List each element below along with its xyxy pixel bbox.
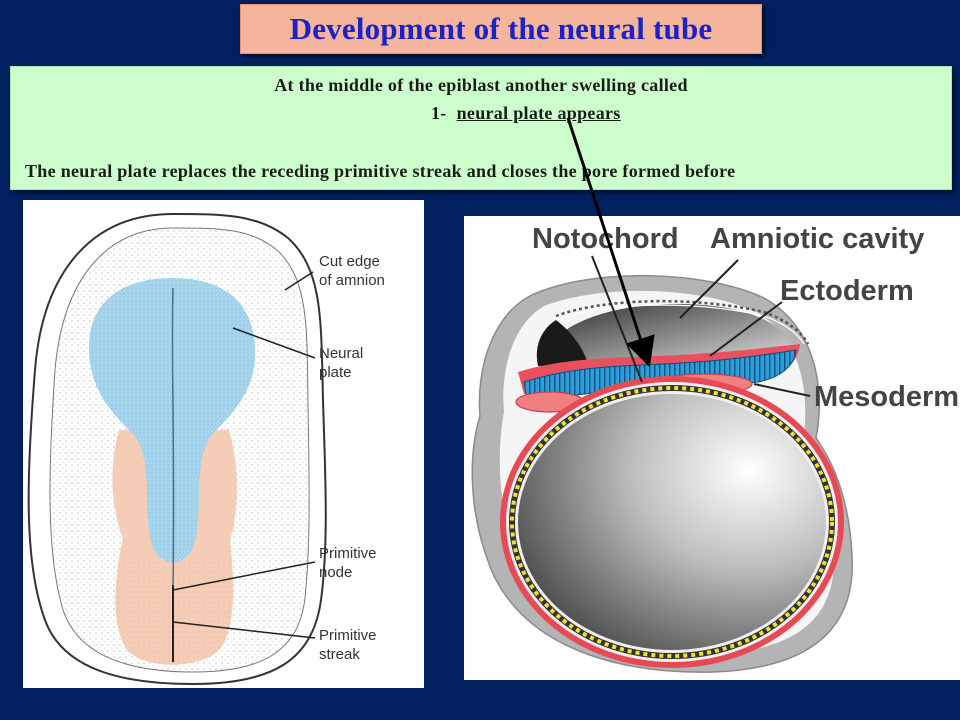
amnion-label-2: of amnion	[319, 272, 385, 289]
amnion-leader	[284, 271, 314, 291]
streak-leader	[172, 621, 316, 639]
yolk-sac-cavity	[518, 394, 826, 650]
amniotic-leader	[679, 259, 739, 319]
mesoderm-leader	[753, 383, 811, 397]
page-title: Development of the neural tube	[289, 11, 713, 46]
amniotic-cavity-label: Amniotic cavity	[710, 223, 924, 255]
ectoderm-label: Ectoderm	[780, 275, 914, 307]
primitive-streak-label-1: Primitive	[319, 627, 377, 644]
list-number: 1-	[431, 103, 447, 123]
cross-section-diagram: Notochord Amniotic cavity Ectoderm Mesod…	[464, 216, 960, 680]
description-box: At the middle of the epiblast another sw…	[10, 66, 952, 190]
neural-plate-appears-text: neural plate appears	[456, 103, 621, 123]
description-line-1: At the middle of the epiblast another sw…	[274, 75, 688, 95]
neural-plate-label-2: plate	[319, 364, 352, 381]
embryonic-disc-diagram: Cut edge of amnion Neural plate Primitiv…	[23, 200, 424, 688]
primitive-streak-label-2: streak	[319, 646, 360, 663]
amnion-label-1: Cut edge	[319, 253, 380, 270]
primitive-node-label-2: node	[319, 564, 352, 581]
cross-section-svg: Notochord Amniotic cavity Ectoderm Mesod…	[471, 223, 959, 673]
description-line-2: 1- neural plate appears	[431, 103, 621, 124]
embryonic-disc-svg: Cut edge of amnion Neural plate Primitiv…	[27, 212, 385, 686]
mesoderm-label: Mesoderm	[814, 381, 959, 413]
primitive-node-label-1: Primitive	[319, 545, 377, 562]
neural-groove	[171, 287, 175, 591]
neural-plate-label-1: Neural	[319, 345, 363, 362]
description-line-3: The neural plate replaces the receding p…	[25, 161, 736, 181]
ectoderm-leader	[709, 301, 783, 357]
title-box: Development of the neural tube	[240, 4, 762, 54]
notochord-label: Notochord	[532, 223, 679, 255]
node-leader	[172, 561, 316, 591]
neural-plate-leader	[232, 327, 316, 359]
